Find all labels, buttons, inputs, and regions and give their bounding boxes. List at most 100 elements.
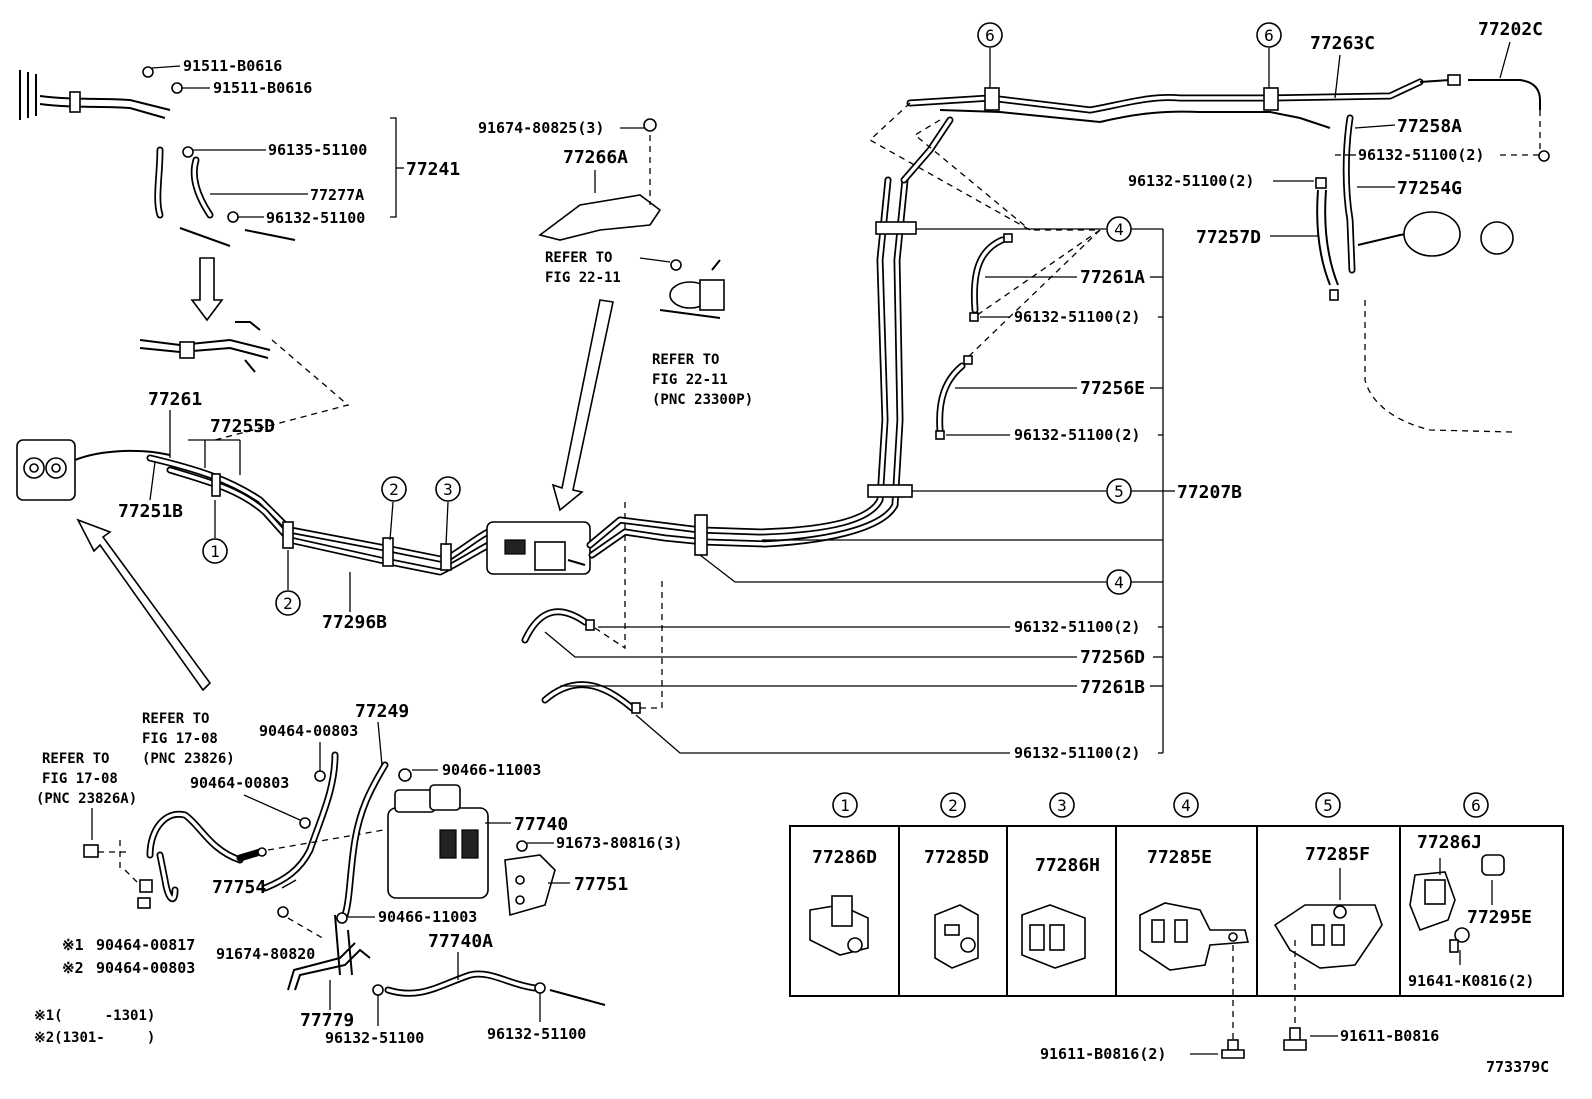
svg-text:3: 3: [1057, 796, 1067, 815]
clamp-77286d-icon: [809, 895, 869, 956]
hose-77779: [277, 906, 371, 991]
svg-text:5: 5: [1323, 796, 1333, 815]
clamp-77286j-icon: [1409, 854, 1505, 953]
callout-2b: 2: [381, 476, 407, 541]
part-number-91673-80816: 91673-80816(3): [556, 834, 682, 852]
part-number-77740: 77740: [514, 814, 568, 835]
note-range-1: ※1( -1301): [34, 1008, 155, 1024]
legend-header-4: 4: [1173, 792, 1199, 818]
clamp-legend-table: [789, 825, 1564, 997]
part-number-77296b: 77296B: [322, 612, 387, 633]
part-number-77751: 77751: [574, 874, 628, 895]
part-number-77256e: 77256E: [1080, 378, 1145, 399]
legend-header-2: 2: [940, 792, 966, 818]
part-number-77295e: 77295E: [1467, 907, 1532, 928]
hose-assembly-evap: [83, 810, 244, 909]
part-number-77255d: 77255D: [210, 416, 275, 437]
label-91511-2: 91511-B0616: [182, 79, 312, 97]
fuel-pump-assembly: [659, 259, 725, 319]
part-number-77241: 77241: [406, 159, 460, 180]
svg-text:2: 2: [389, 480, 399, 499]
part-number-91674-80825: 91674-80825(3): [478, 119, 604, 137]
part-number-77740a: 77740A: [428, 931, 493, 952]
refer-to-pnc: (PNC 23826): [142, 751, 235, 767]
bolt-91611-a-icon: [1221, 1039, 1245, 1059]
hose-77740a: [372, 970, 606, 1006]
fuel-pipe-bundle: [146, 454, 504, 576]
refer-to-fig: FIG 17-08: [142, 731, 218, 747]
part-number-77286h: 77286H: [1035, 855, 1100, 876]
refer-to-label: REFER TO: [545, 250, 612, 266]
part-number-90464-00803: 90464-00803: [259, 722, 358, 740]
part-number-77286d: 77286D: [812, 847, 877, 868]
bolt-91611-b-icon: [1283, 1027, 1307, 1051]
diagram-id: 773379C: [1486, 1058, 1549, 1076]
bracket-77266a: [538, 118, 662, 241]
part-number-90464-00803: 90464-00803: [190, 774, 289, 792]
callout-4b: 4: [699, 554, 1163, 595]
part-number-77251b: 77251B: [118, 501, 183, 522]
callout-4a: 4: [916, 216, 1163, 242]
part-number-91511-b0616: 91511-B0616: [213, 79, 312, 97]
down-arrow-icon: [190, 257, 224, 322]
charcoal-canister-77740: [387, 768, 489, 899]
note-range-2: ※2(1301- ): [34, 1030, 155, 1046]
hose-77249: [336, 761, 389, 924]
part-number-77207b: 77207B: [1177, 482, 1242, 503]
part-number-77754: 77754: [212, 877, 266, 898]
hose-77256e: [935, 355, 973, 440]
part-number-96132-51100: 96132-51100(2): [1014, 618, 1140, 636]
fuel-pipe-top-run: [906, 74, 1550, 162]
svg-text:6: 6: [1471, 796, 1481, 815]
part-number-77261: 77261: [148, 389, 202, 410]
legend-header-1: 1: [832, 792, 858, 818]
part-number-77261a: 77261A: [1080, 267, 1145, 288]
part-number-96132-51100: 96132-51100(2): [1358, 146, 1484, 164]
arrow-to-pump-icon: [76, 518, 212, 692]
part-number-77256d: 77256D: [1080, 647, 1145, 668]
svg-text:4: 4: [1114, 573, 1124, 592]
part-number-77202c: 77202C: [1478, 19, 1543, 40]
clamp-77285d-icon: [934, 904, 979, 969]
callout-3: 3: [435, 476, 461, 546]
note-marker-2: ※2: [62, 959, 84, 977]
fuel-pipe-main-right: [586, 116, 954, 559]
svg-text:3: 3: [443, 480, 453, 499]
part-number-77261b: 77261B: [1080, 677, 1145, 698]
callout-5: 5: [912, 478, 1163, 504]
hose-77754: [236, 751, 396, 892]
callout-1: 1: [202, 500, 228, 564]
hose-assembly-77241: [19, 66, 296, 247]
part-number-77285e: 77285E: [1147, 847, 1212, 868]
fuel-filter-center: [486, 521, 591, 575]
refer-to-label: REFER TO: [42, 751, 109, 767]
svg-text:2: 2: [948, 796, 958, 815]
part-number-77779: 77779: [300, 1010, 354, 1031]
svg-text:5: 5: [1114, 482, 1124, 501]
fuel-tank-area: [1315, 114, 1514, 433]
part-number-77286j: 77286J: [1417, 832, 1482, 853]
part-number-96132-51100: 96132-51100: [325, 1029, 424, 1047]
leader-dashed-1: [868, 102, 1100, 231]
svg-text:6: 6: [985, 26, 995, 45]
part-number-77266a: 77266A: [563, 147, 628, 168]
part-number-77263c: 77263C: [1310, 33, 1375, 54]
part-number-91611-b0816: 91611-B0816: [1340, 1027, 1439, 1045]
refer-to-fig: FIG 22-11: [545, 270, 621, 286]
fuel-filter-left: [16, 439, 171, 501]
part-number-91641-k0816: 91641-K0816(2): [1408, 972, 1534, 990]
part-number-90466-11003: 90466-11003: [378, 908, 477, 926]
part-number-90466-11003: 90466-11003: [442, 761, 541, 779]
callout-6b: 6: [1256, 22, 1282, 88]
hose-77256d: [521, 500, 626, 650]
part-number-77249: 77249: [355, 701, 409, 722]
clamp-77286h-icon: [1021, 904, 1086, 969]
svg-text:6: 6: [1264, 26, 1274, 45]
part-number-91674-80820: 91674-80820: [216, 945, 315, 963]
part-number-91511-b0616: 91511-B0616: [183, 57, 282, 75]
callout-6a: 6: [977, 22, 1003, 88]
refer-to-label: REFER TO: [142, 711, 209, 727]
part-number-96132-51100: 96132-51100: [487, 1025, 586, 1043]
part-number-96132-51100: 96132-51100: [266, 209, 365, 227]
